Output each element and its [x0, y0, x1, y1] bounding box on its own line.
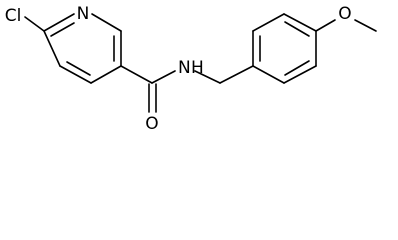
bond-c3-carbonyl: [120, 65, 153, 84]
bond-b5-b6: [252, 13, 285, 32]
atom-label-n-ring: N: [77, 4, 90, 24]
atom-label-o-ether: O: [338, 4, 351, 24]
bond-b2-b3-inner: [284, 60, 310, 76]
bond-cl-c6: [24, 16, 45, 32]
atom-label-n-amide: N: [178, 58, 191, 78]
bond-c4-c5: [59, 65, 92, 84]
bond-o-ch3: [354, 19, 377, 32]
bond-b4-o: [315, 19, 336, 32]
atom-label-h-amide: H: [191, 58, 204, 78]
molecule-structure: Cl N N H O O: [4, 4, 377, 134]
bond-b1-b2: [252, 65, 285, 84]
bonds: [24, 13, 377, 113]
bond-b2-b3: [283, 65, 317, 84]
bond-c3-c4: [90, 65, 122, 84]
atom-label-o-carbonyl: O: [145, 114, 158, 134]
bond-n1-c2: [91, 13, 122, 32]
bond-c6-n1: [43, 13, 75, 32]
bond-b4-b5-inner: [284, 21, 310, 37]
atom-labels: Cl N N H O O: [5, 4, 352, 134]
atom-label-cl: Cl: [5, 6, 22, 26]
bond-b4-b5: [283, 13, 317, 32]
bond-c5-c6: [43, 30, 61, 67]
bond-ch2-ipso: [219, 65, 254, 84]
bond-c6-n1-inner: [50, 22, 75, 37]
bond-c4-c5-inner: [66, 61, 91, 76]
bond-n-ch2: [194, 70, 221, 84]
bond-carbonyl-n: [151, 70, 176, 84]
